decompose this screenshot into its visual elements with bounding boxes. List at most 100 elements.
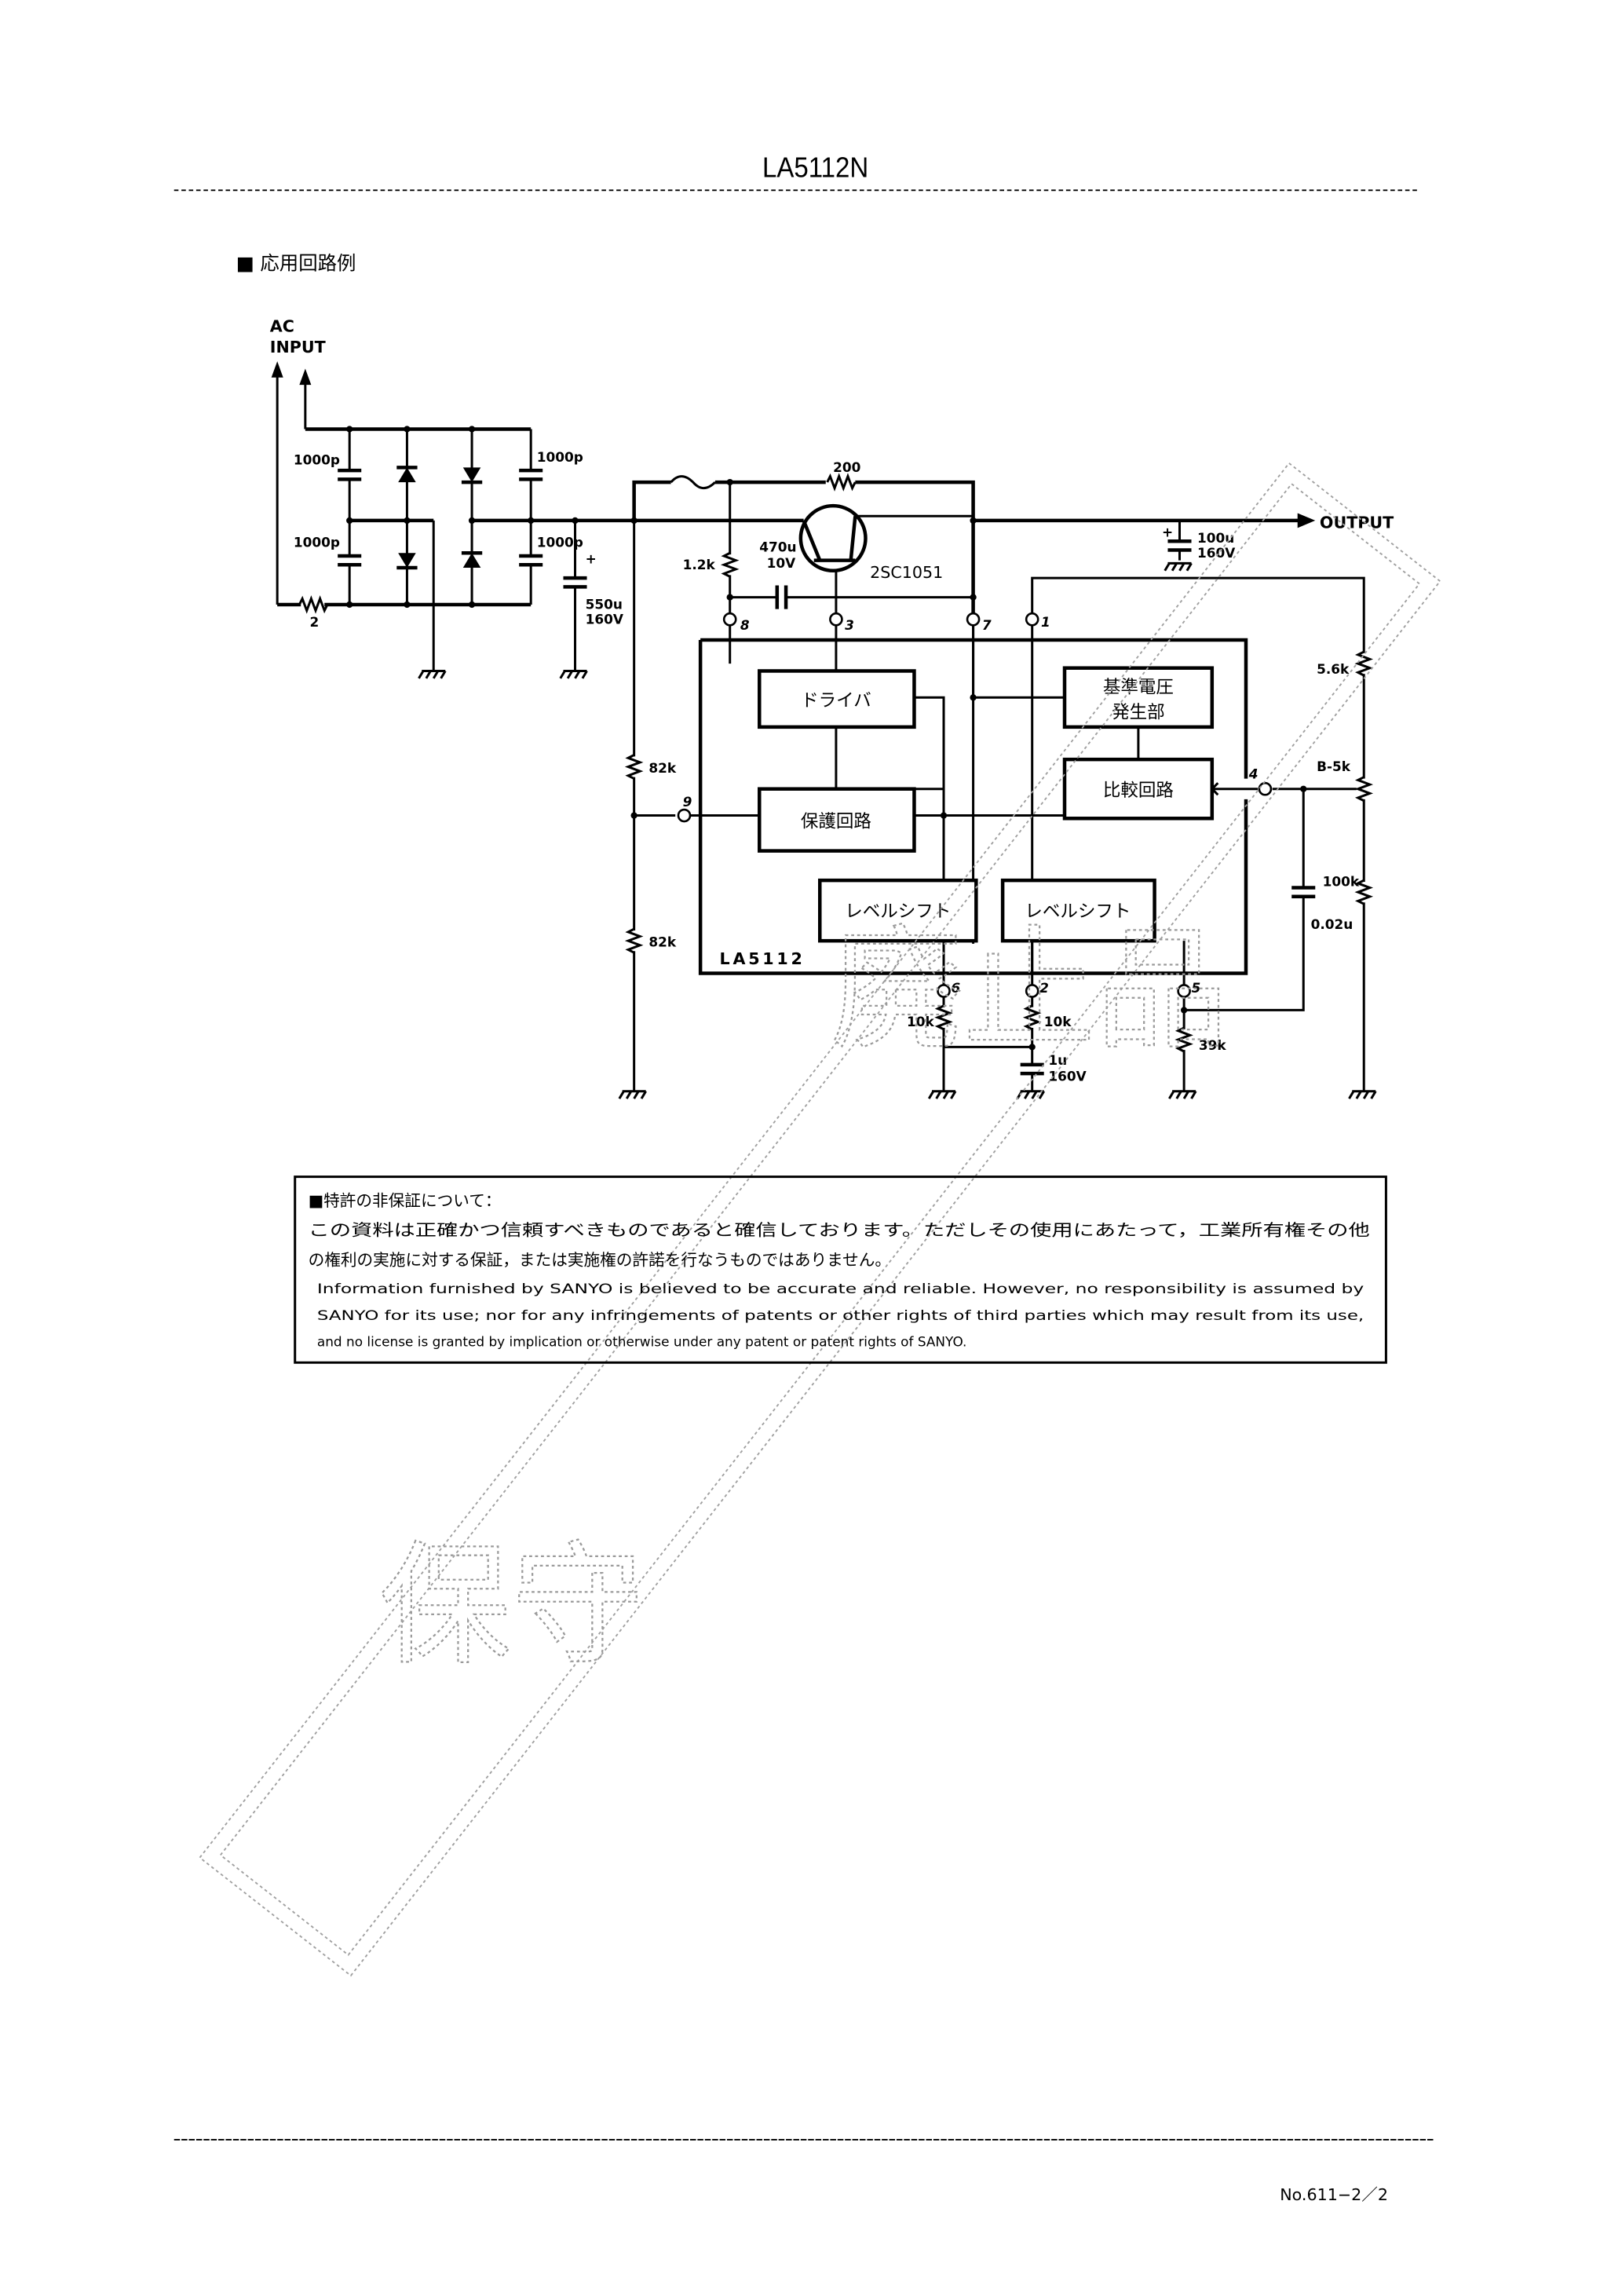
ic-pin xyxy=(1177,984,1191,998)
page-number: No.611−2／2 xyxy=(1280,2185,1388,2204)
disclaimer-en-line2: SANYO for its use; nor for any infringem… xyxy=(317,1307,1364,1323)
junction-dot xyxy=(528,517,535,525)
capacitor-icon xyxy=(1167,539,1192,552)
svg-text:100u: 100u xyxy=(1197,530,1234,546)
resistor-icon xyxy=(1354,776,1374,803)
svg-text:10k: 10k xyxy=(907,1014,935,1029)
svg-text:保護回路: 保護回路 xyxy=(801,812,871,832)
svg-text:100k: 100k xyxy=(1323,874,1360,890)
capacitor-icon xyxy=(563,576,587,589)
ground-icon xyxy=(1016,1090,1046,1099)
comparator-block: 比較回路 xyxy=(1062,757,1215,821)
resistor-icon xyxy=(624,754,644,780)
junction-dot xyxy=(572,517,579,525)
svg-text:レベルシフト: レベルシフト xyxy=(1025,901,1131,922)
transistor-2sc1051: 2SC1051 xyxy=(798,503,943,582)
svg-text:1000p: 1000p xyxy=(537,449,583,465)
svg-text:1000p: 1000p xyxy=(294,535,340,550)
resistor-icon xyxy=(1022,1004,1042,1031)
svg-text:82k: 82k xyxy=(648,934,677,950)
ic-pin xyxy=(937,984,951,998)
svg-text:B-5k: B-5k xyxy=(1317,759,1351,774)
junction-dot xyxy=(630,517,637,525)
disclaimer-jp-line1: この資料は正確かつ信頼すべきものであると確信しております。ただしその使用にあたっ… xyxy=(309,1221,1370,1240)
capacitor-icon xyxy=(1291,886,1316,899)
ground-icon xyxy=(418,669,447,679)
capacitor-icon xyxy=(338,554,362,567)
capacitor-icon xyxy=(1020,1062,1044,1076)
ground-icon xyxy=(1168,1090,1197,1099)
disclaimer-jp-line2: の権利の実施に対する保証，または実施権の許諾を行なうものではありません。 xyxy=(309,1250,891,1269)
ground-icon xyxy=(927,1090,957,1099)
svg-text:200: 200 xyxy=(833,459,860,475)
ic-pin xyxy=(1025,612,1039,627)
obsolete-watermark: 廃止品 保守 xyxy=(199,462,1441,1977)
driver-block: ドライバ xyxy=(758,669,916,729)
svg-text:2: 2 xyxy=(309,614,319,630)
junction-dot xyxy=(404,426,411,433)
svg-text:+: + xyxy=(586,550,597,566)
svg-text:AC: AC xyxy=(270,317,294,336)
ic-label: LA5112 xyxy=(720,949,806,968)
junction-dot xyxy=(468,426,476,433)
junction-dot xyxy=(404,601,411,609)
svg-text:1.2k: 1.2k xyxy=(683,557,716,572)
ground-icon xyxy=(1348,1090,1377,1099)
disclaimer-en-line3: and no license is granted by implication… xyxy=(317,1334,967,1350)
ground-icon xyxy=(618,1090,647,1099)
ic-outline xyxy=(698,638,1248,975)
svg-text:2: 2 xyxy=(1039,980,1049,996)
svg-text:160V: 160V xyxy=(586,611,623,627)
junction-dot xyxy=(468,517,476,525)
svg-text:比較回路: 比較回路 xyxy=(1103,781,1174,801)
svg-text:82k: 82k xyxy=(648,760,677,776)
svg-text:39k: 39k xyxy=(1199,1037,1227,1053)
protection-circuit-block: 保護回路 xyxy=(758,787,916,853)
patent-disclaimer-box: ■特許の非保証について： この資料は正確かつ信頼すべきものであると確信しておりま… xyxy=(294,1175,1387,1364)
junction-dot xyxy=(1300,785,1307,792)
junction-dot xyxy=(468,601,476,609)
ground-icon xyxy=(1164,561,1193,572)
capacitor-icon xyxy=(775,585,788,609)
resistor-icon xyxy=(1354,650,1374,677)
svg-text:廃止品: 廃止品 xyxy=(831,912,1229,1067)
junction-dot xyxy=(346,601,353,609)
junction-dot xyxy=(726,594,733,601)
junction-dot xyxy=(970,594,977,601)
svg-text:4: 4 xyxy=(1248,766,1259,782)
resistor-icon xyxy=(826,473,857,492)
junction-dot xyxy=(726,478,733,486)
svg-text:INPUT: INPUT xyxy=(270,338,326,356)
svg-text:9: 9 xyxy=(683,794,692,810)
junction-dot xyxy=(630,812,637,819)
svg-text:2SC1051: 2SC1051 xyxy=(870,563,943,582)
resistor-icon xyxy=(1354,879,1374,905)
capacitor-icon xyxy=(338,468,362,481)
diode-icon xyxy=(462,553,481,569)
junction-dot xyxy=(346,426,353,433)
junction-dot xyxy=(970,694,977,701)
ic-pin xyxy=(722,612,737,627)
capacitor-icon xyxy=(519,468,543,481)
svg-text:ドライバ: ドライバ xyxy=(801,691,871,711)
svg-text:5: 5 xyxy=(1192,980,1201,996)
svg-text:基準電圧: 基準電圧 xyxy=(1103,678,1174,698)
junction-dot xyxy=(346,517,353,525)
svg-text:0.02u: 0.02u xyxy=(1311,916,1353,932)
diode-icon xyxy=(398,467,416,483)
junction-dot xyxy=(970,517,977,525)
ground-icon xyxy=(559,669,588,679)
capacitor-icon xyxy=(519,554,543,567)
disclaimer-heading: ■特許の非保証について： xyxy=(309,1191,502,1210)
ic-pin xyxy=(966,612,981,627)
level-shift-block-b: レベルシフト xyxy=(1000,878,1156,943)
svg-text:550u: 550u xyxy=(586,597,623,612)
resistor-icon xyxy=(1174,1026,1193,1053)
svg-text:7: 7 xyxy=(982,617,992,633)
resistor-icon xyxy=(298,595,329,614)
disclaimer-en-line1: Information furnished by SANYO is believ… xyxy=(317,1281,1364,1296)
junction-dot xyxy=(404,517,411,525)
resistor-icon xyxy=(720,551,740,578)
